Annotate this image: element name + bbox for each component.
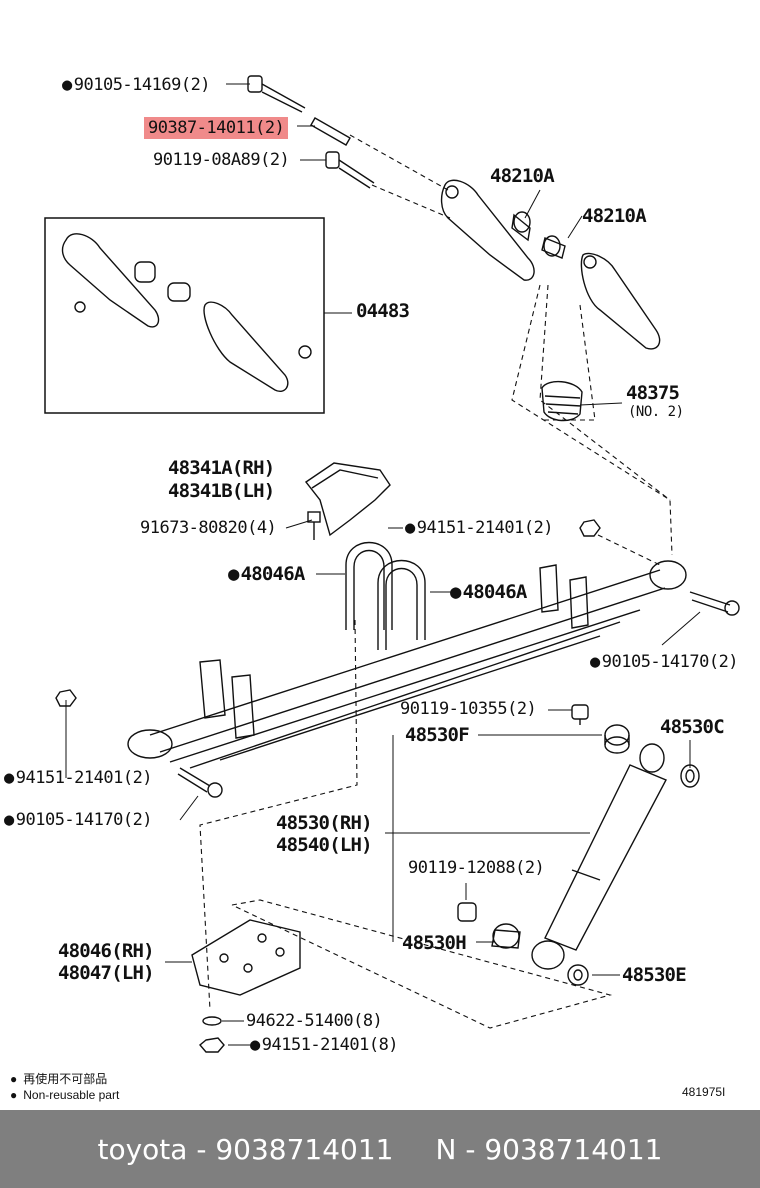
assembly-dashed-lines [199,134,673,1029]
callout-48530C[interactable]: 48530C [660,716,725,738]
callout-94151-21401-left[interactable]: 94151-21401(2) [4,768,153,788]
legend-bullet-icon: ● [10,1072,18,1086]
callout-90105-14170-left[interactable]: 90105-14170(2) [4,810,153,830]
callout-48341A[interactable]: 48341A(RH) [168,457,275,479]
callout-94151-21401-bottom[interactable]: 94151-21401(8) [250,1035,399,1055]
legend-reuse-jp: ●再使用不可部品 [10,1072,108,1086]
nut-94151-left-icon [55,689,77,707]
callout-48375[interactable]: 48375 [626,382,680,404]
legend-bullet-icon: ● [10,1088,18,1102]
u-bolt-48046A-icon [345,541,426,650]
footer-brand-part: toyota - 9038714011 [97,1132,394,1166]
callout-90387-14011-highlighted[interactable]: 90387-14011(2) [144,117,289,139]
bolt-90119-08A89-icon [325,151,375,189]
callout-48046-rh[interactable]: 48046(RH) [58,940,155,962]
callout-48530F[interactable]: 48530F [405,724,470,746]
bushing-48210A-icon [511,211,566,259]
callout-48530H[interactable]: 48530H [402,932,467,954]
spring-plate-48046-icon [191,919,301,996]
pin-90387-14011-icon [310,117,351,146]
callout-48530-rh[interactable]: 48530(RH) [276,812,373,834]
washer-48530C-icon [680,764,700,788]
callout-90105-14169[interactable]: 90105-14169(2) [62,75,211,95]
parts-diagram [44,75,740,1053]
bushing-48530H-icon [491,923,521,949]
shackle-plate-icon [440,179,661,350]
washer-48530E-icon [567,964,589,986]
kit-shackle-icon [61,233,312,392]
shock-absorber-icon [531,743,667,970]
callout-94622-51400[interactable]: 94622-51400(8) [246,1011,383,1031]
callout-48046A-left[interactable]: 48046A [228,563,306,585]
bushing-48530F-icon [604,724,630,754]
callout-90105-14170-right[interactable]: 90105-14170(2) [590,652,739,672]
callout-48375-note: (NO. 2) [628,404,684,420]
callout-48046A-right[interactable]: 48046A [450,581,528,603]
nut-94151-icon [579,519,601,537]
diagram-reference: 481975I [682,1085,726,1099]
callout-48530E[interactable]: 48530E [622,964,687,986]
spring-seat-48341-icon [304,462,391,537]
legend-reuse-en: ●Non-reusable part [10,1088,120,1102]
footer-bar: toyota - 9038714011 N - 9038714011 [0,1110,760,1188]
kit-04483-box [44,217,325,414]
bolt-90105-14170-right-icon [689,591,740,616]
callout-04483[interactable]: 04483 [356,300,410,322]
callout-48210A-lower[interactable]: 48210A [582,205,647,227]
bolt-90119-12088-icon [457,902,477,922]
bolt-90105-14169-icon [247,75,306,113]
callout-90119-12088[interactable]: 90119-12088(2) [408,858,545,878]
callout-94151-21401-upper[interactable]: 94151-21401(2) [405,518,554,538]
callout-90119-08A89[interactable]: 90119-08A89(2) [153,150,290,170]
footer-alt-part: N - 9038714011 [435,1132,663,1166]
callout-48341B[interactable]: 48341B(LH) [168,480,275,502]
washer-94622-icon [202,1016,222,1026]
callout-48210A-upper[interactable]: 48210A [490,165,555,187]
bolt-91673-80820-icon [307,511,321,540]
leaf-spring-icon [127,560,687,769]
bumper-48375-icon [541,381,583,422]
callout-91673-80820[interactable]: 91673-80820(4) [140,518,277,538]
bolt-90105-14170-left-icon [177,767,223,798]
nut-94151-bottom-icon [199,1037,225,1053]
bolt-90119-10355-icon [571,704,589,725]
callout-48540-lh[interactable]: 48540(LH) [276,834,373,856]
leader-lines [65,83,701,1046]
callout-90119-10355[interactable]: 90119-10355(2) [400,699,537,719]
callout-48047-lh[interactable]: 48047(LH) [58,962,155,984]
